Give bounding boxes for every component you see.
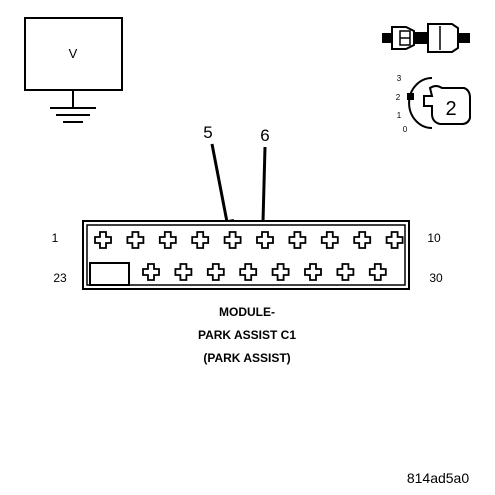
- callout-arrow-5: [210, 143, 229, 223]
- cavity-5: [223, 231, 242, 249]
- key-position-marker: [407, 93, 414, 100]
- cavity-25: [206, 263, 225, 281]
- callout-arrow-6: [261, 146, 267, 223]
- top-row-start-label: 1: [52, 231, 59, 245]
- bottom-row-cavities: [142, 263, 387, 281]
- cavity-8: [320, 231, 339, 249]
- cavity-9: [353, 231, 372, 249]
- connector-title-line-1: MODULE-: [219, 305, 275, 319]
- cavity-29: [336, 263, 355, 281]
- cavity-10: [385, 231, 404, 249]
- cavity-26: [239, 263, 258, 281]
- cavity-1: [94, 231, 112, 249]
- cavity-2: [126, 231, 145, 249]
- bottom-row-start-label: 23: [53, 271, 67, 285]
- key-position-0: 0: [403, 125, 408, 134]
- cavity-24: [174, 263, 193, 281]
- figure-id: 814ad5a0: [407, 470, 470, 486]
- key-cylinder: [408, 77, 433, 129]
- voltmeter-label: V: [69, 46, 78, 61]
- top-row-cavities: [94, 231, 404, 249]
- cavity-23: [142, 263, 160, 281]
- key-head: [423, 85, 471, 125]
- blocked-cavity: [89, 262, 130, 286]
- key-position-1: 1: [397, 111, 402, 120]
- connector-title-line-3: (PARK ASSIST): [203, 351, 290, 365]
- connector-title-line-2: PARK ASSIST C1: [198, 328, 296, 342]
- cavity-30: [368, 263, 387, 281]
- connector-plug-icon: [382, 23, 470, 53]
- bottom-row-end-label: 30: [429, 271, 443, 285]
- callout-label-5: 5: [203, 123, 212, 142]
- cavity-27: [271, 263, 290, 281]
- key-position-2: 2: [396, 93, 401, 102]
- cavity-3: [158, 231, 177, 249]
- cavity-6: [256, 231, 274, 249]
- cavity-28: [304, 263, 322, 281]
- top-row-end-label: 10: [427, 231, 441, 245]
- callout-label-6: 6: [260, 126, 269, 145]
- key-number-label: 2: [445, 98, 456, 120]
- cavity-7: [288, 231, 307, 249]
- cavity-4: [191, 231, 210, 249]
- ignition-key-icon: 3 2 1 0 2: [396, 74, 471, 134]
- voltmeter-symbol: V: [24, 17, 123, 123]
- key-position-3: 3: [397, 74, 402, 83]
